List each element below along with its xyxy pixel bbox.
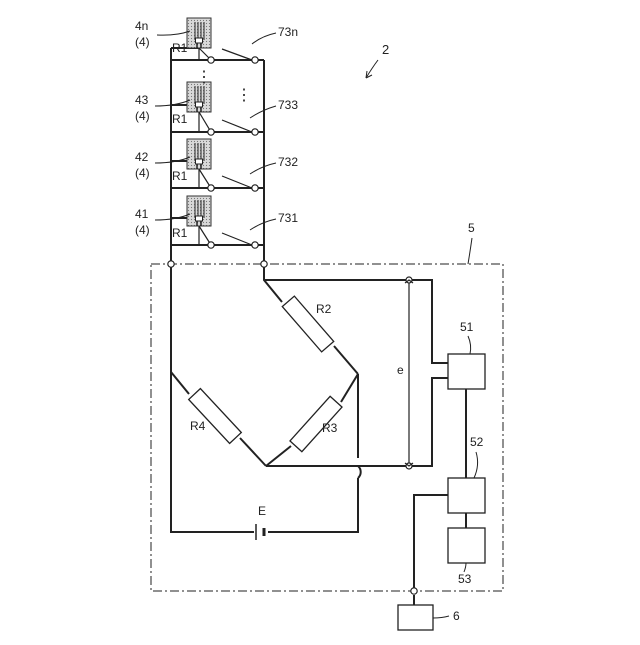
switch-ellipsis: ⋮	[236, 87, 252, 104]
resistor-r2: R2	[282, 296, 333, 352]
gauge-43-sub: (4)	[135, 109, 150, 123]
gauge-43-resistor: R1	[172, 112, 188, 126]
gauge-4n-sub: (4)	[135, 35, 150, 49]
gauge-42-resistor: R1	[172, 169, 188, 183]
gauge-41: 41 (4) R1 731	[135, 196, 298, 248]
resistor-r3: R3	[290, 396, 342, 451]
resistor-r4: R4	[189, 389, 242, 444]
gauge-42-ref: 42	[135, 150, 149, 164]
gauge-41-sub: (4)	[135, 223, 150, 237]
terminal-left	[168, 261, 174, 267]
gauge-4n-resistor: R1	[172, 41, 188, 55]
block-52-label: 52	[470, 435, 484, 449]
gauge-41-ref: 41	[135, 207, 149, 221]
gauge-4n-ref: 4n	[135, 19, 148, 33]
terminal-bottom	[411, 588, 417, 594]
unit-5-label: 5	[468, 221, 475, 235]
resistor-r2-label: R2	[316, 302, 332, 316]
gauge-ellipsis: ⋮	[196, 69, 212, 86]
output-e-label: e	[397, 363, 404, 377]
terminal-right	[261, 261, 267, 267]
switch-731-label: 731	[278, 211, 298, 225]
switch-733-label: 733	[278, 98, 298, 112]
gauge-41-resistor: R1	[172, 226, 188, 240]
battery-e: E	[256, 504, 266, 540]
gauge-4n: 4n (4) R1 73n	[135, 18, 298, 63]
block-51-label: 51	[460, 320, 474, 334]
gauge-43-ref: 43	[135, 93, 149, 107]
block-51: 51	[448, 320, 485, 389]
switch-732-label: 732	[278, 155, 298, 169]
resistor-r4-label: R4	[190, 419, 206, 433]
gauge-42: 42 (4) R1 732	[135, 139, 298, 191]
output-voltage-e: e	[397, 277, 413, 469]
bridge-wiring	[171, 267, 466, 605]
block-6-label: 6	[453, 609, 460, 623]
gauge-42-sub: (4)	[135, 166, 150, 180]
gauge-43: 43 (4) R1 733	[135, 82, 298, 135]
battery-e-label: E	[258, 504, 266, 518]
block-53-label: 53	[458, 572, 472, 586]
block-6: 6	[398, 605, 460, 630]
block-53: 53	[448, 528, 485, 586]
switch-73n-label: 73n	[278, 25, 298, 39]
resistor-r3-label: R3	[322, 421, 338, 435]
figure-ref-label: 2	[382, 42, 389, 57]
